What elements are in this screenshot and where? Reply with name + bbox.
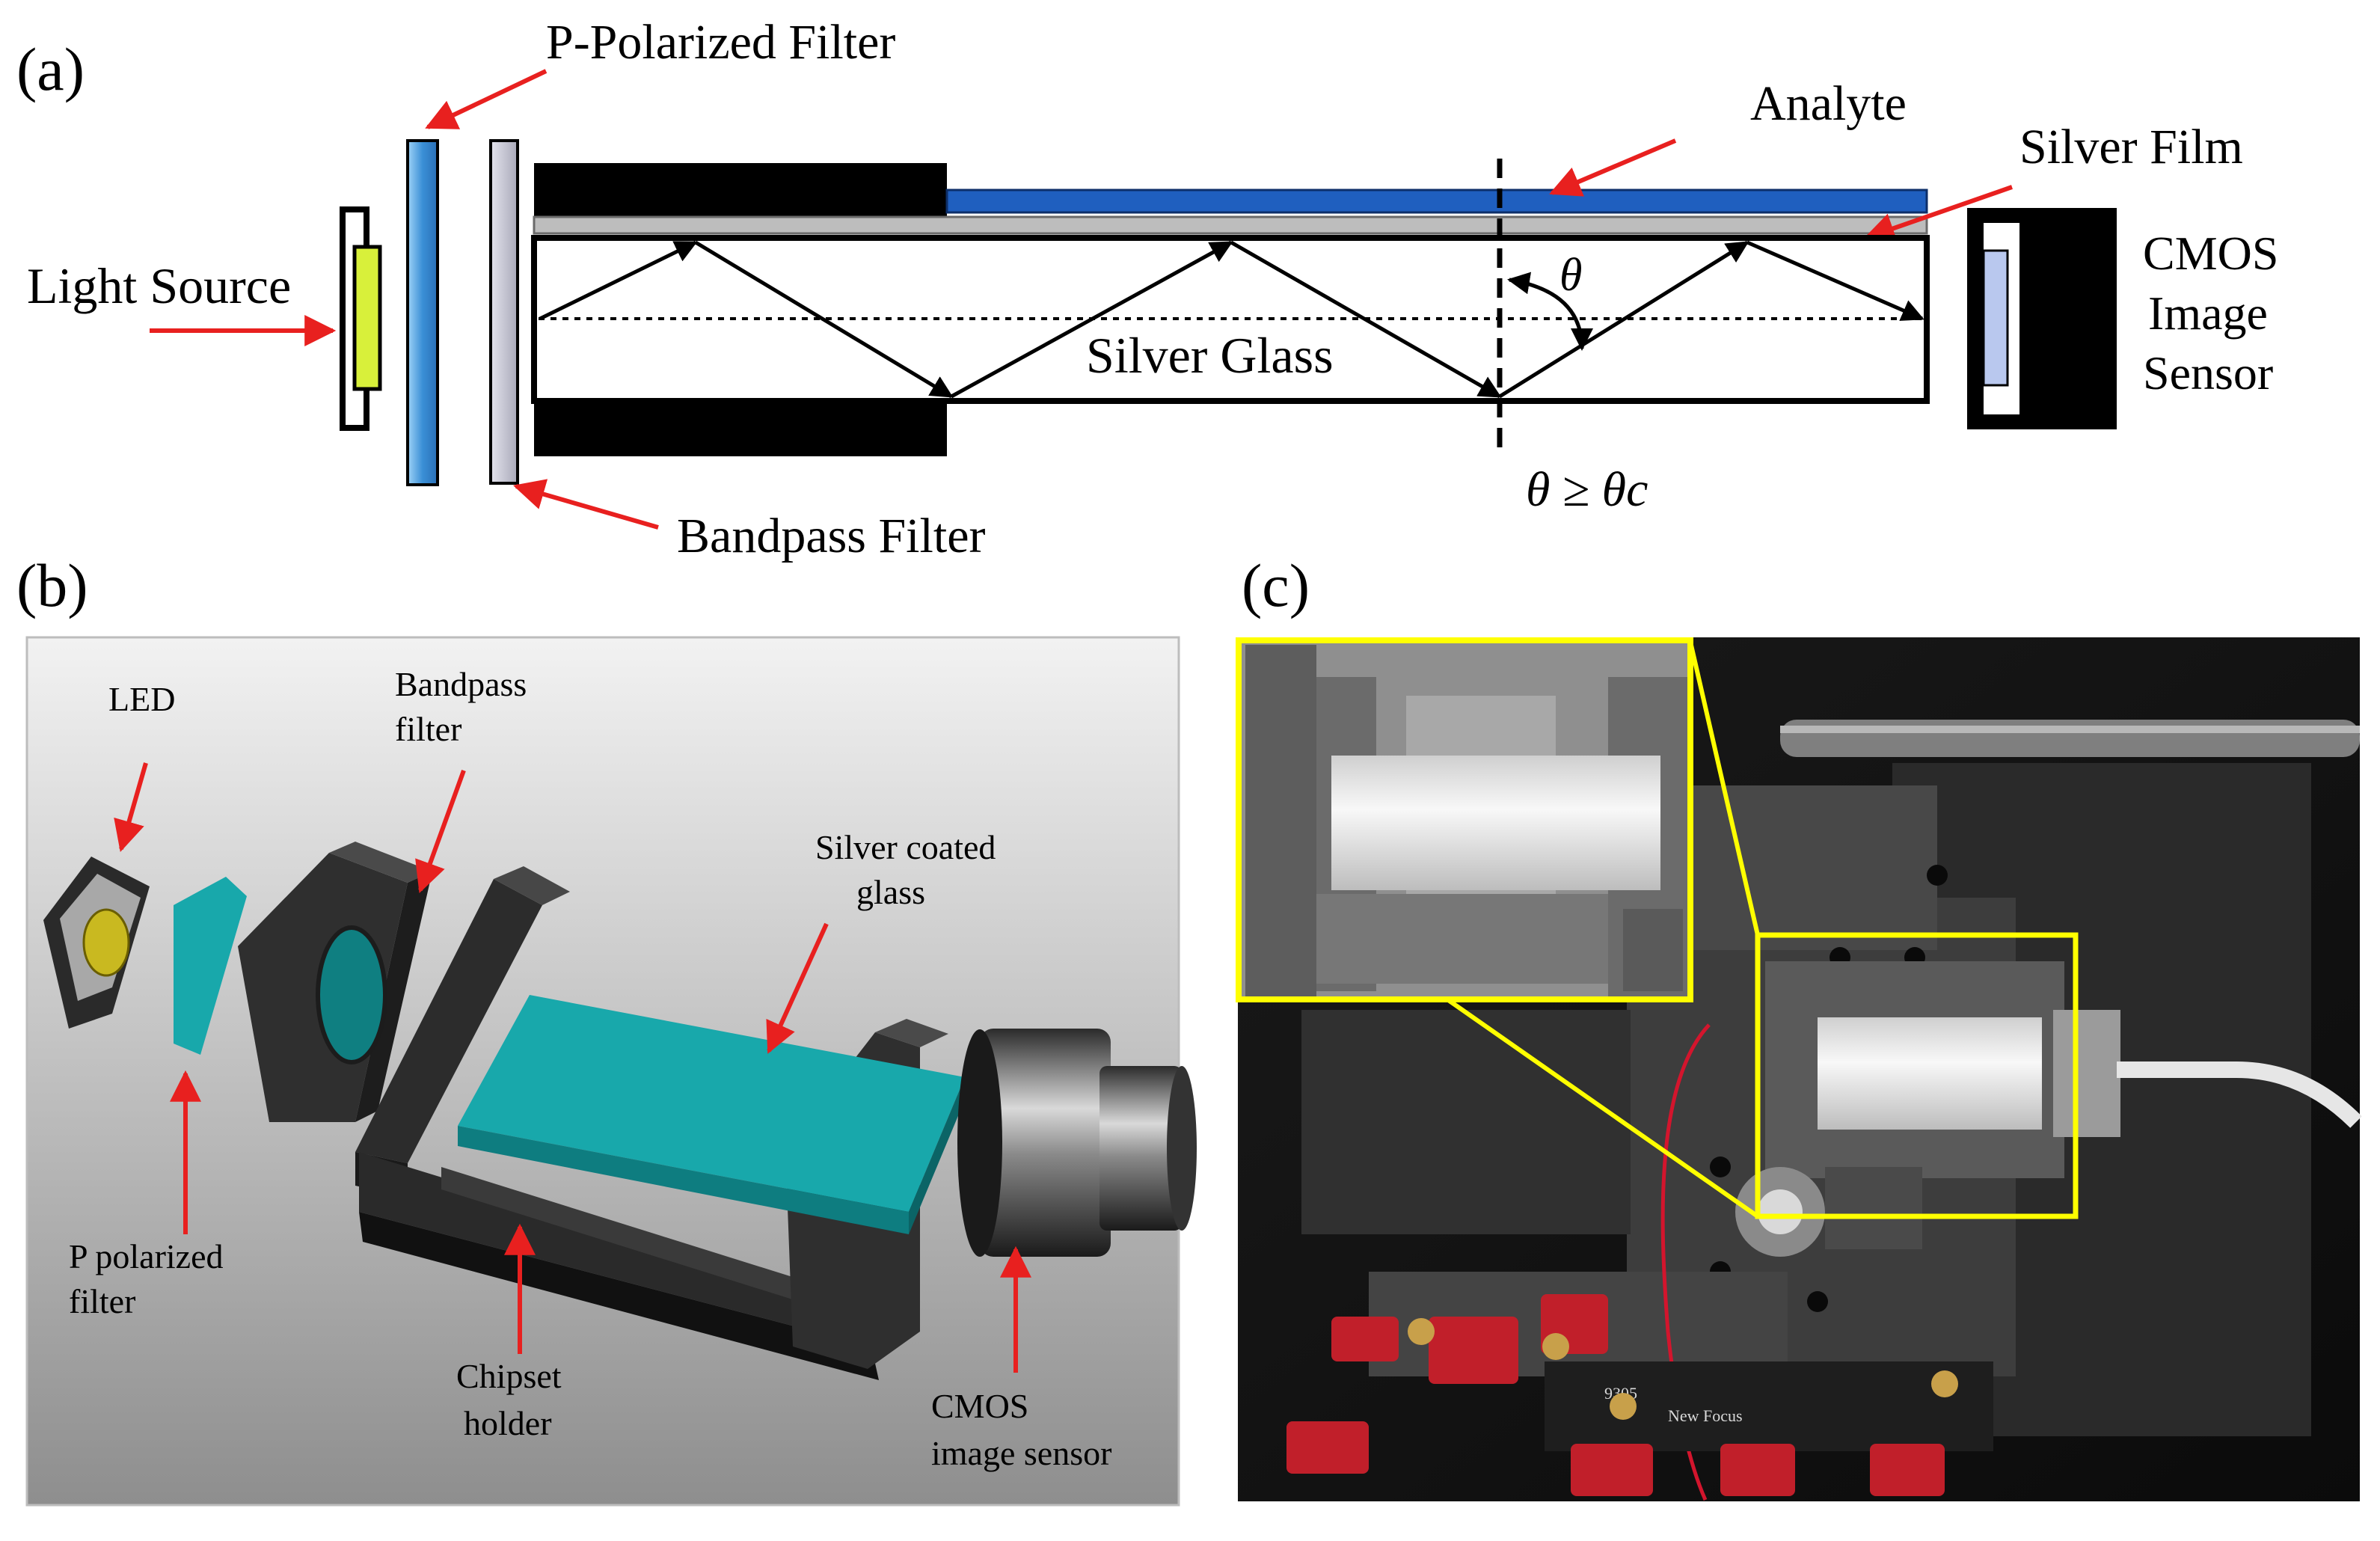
light-source-label: Light Source: [27, 257, 291, 314]
p-polarized-filter-shape: [406, 139, 439, 486]
led-label: LED: [108, 680, 175, 718]
panel-c: (c) New Focus 9305: [1236, 551, 2362, 1501]
cmos-sensor-chip: [1982, 249, 2009, 387]
bandpass-label-line2: filter: [395, 710, 461, 748]
inset-silver-glass: [1331, 756, 1660, 890]
silver-coated-label-line2: glass: [856, 873, 925, 911]
silver-film-layer: [533, 215, 1928, 235]
silver-coated-arrow: [766, 922, 829, 1054]
rail-bar: [1780, 720, 2360, 757]
red-wire: [1660, 1023, 1711, 1501]
silver-coated-label-line1: Silver coated: [815, 828, 996, 866]
analyte-layer: [945, 189, 1928, 214]
cmos-sensor-3d: [957, 1029, 1197, 1257]
red-knobs: [1286, 1294, 1945, 1496]
chipset-label-line1: Chipset: [456, 1357, 562, 1395]
silver-glass-label: Silver Glass: [1086, 327, 1334, 384]
panel-a: (a) Light Source P-Polarized Filter Band…: [16, 15, 2278, 563]
ray-path: [539, 240, 1924, 399]
highlight-box-inset: [1236, 637, 1693, 1002]
cmos-label-line2: Image: [2148, 287, 2268, 340]
analyte-arrow: [1549, 138, 1677, 197]
chipset-label-line2: holder: [464, 1404, 552, 1442]
cmos-b-label-line1: CMOS: [931, 1387, 1028, 1425]
cmos-label-line1: CMOS: [2143, 227, 2278, 280]
critical-angle-label: θ ≥ θc: [1526, 462, 1648, 517]
usb-cable: [2117, 1061, 2362, 1128]
panel-c-label: (c): [1242, 551, 1310, 619]
panel-a-label: (a): [16, 35, 85, 103]
chipset-holder: [355, 866, 948, 1380]
stage-plate-line1: New Focus: [1668, 1406, 1743, 1425]
bandpass-filter-label: Bandpass Filter: [677, 509, 985, 563]
theta-label: θ: [1559, 250, 1582, 301]
zoom-line-bottom: [1446, 997, 1759, 1219]
ppol-label-line2: filter: [69, 1282, 135, 1320]
led-arrow: [114, 762, 148, 853]
bandpass-arrow: [415, 769, 466, 893]
photo-sensor-mount: [2053, 1010, 2120, 1137]
bandpass-filter-block: [238, 842, 432, 1122]
bandpass-filter-shape: [489, 139, 519, 485]
p-polarized-filter-label: P-Polarized Filter: [546, 15, 895, 70]
highlight-box-small: [1755, 932, 2079, 1219]
panel-b: (b) LED P polarized filter Bandpass filt…: [16, 551, 1197, 1507]
cmos-label-line3: Sensor: [2143, 346, 2273, 399]
holder-top-block: [534, 163, 947, 217]
silver-film-label: Silver Film: [2019, 120, 2243, 174]
bandpass-filter-arrow: [512, 479, 659, 530]
p-polarized-filter-3d: [174, 877, 247, 1055]
silver-coated-glass: [458, 995, 965, 1234]
theta-arc: [1507, 272, 1593, 351]
cmos-b-label-line2: image sensor: [931, 1434, 1111, 1472]
bandpass-label-line1: Bandpass: [395, 665, 527, 703]
holder-bottom-block: [534, 396, 947, 456]
photo-glass: [1818, 1017, 2042, 1130]
ppol-label-line1: P polarized: [69, 1237, 224, 1275]
panel-b-label: (b): [16, 551, 88, 619]
led-component: [43, 857, 150, 1029]
p-polarized-filter-arrow: [425, 69, 548, 129]
light-source-led: [352, 245, 382, 391]
analyte-label: Analyte: [1750, 76, 1907, 131]
zoom-line-top: [1688, 641, 1760, 936]
silver-film-arrow: [1863, 185, 2013, 244]
